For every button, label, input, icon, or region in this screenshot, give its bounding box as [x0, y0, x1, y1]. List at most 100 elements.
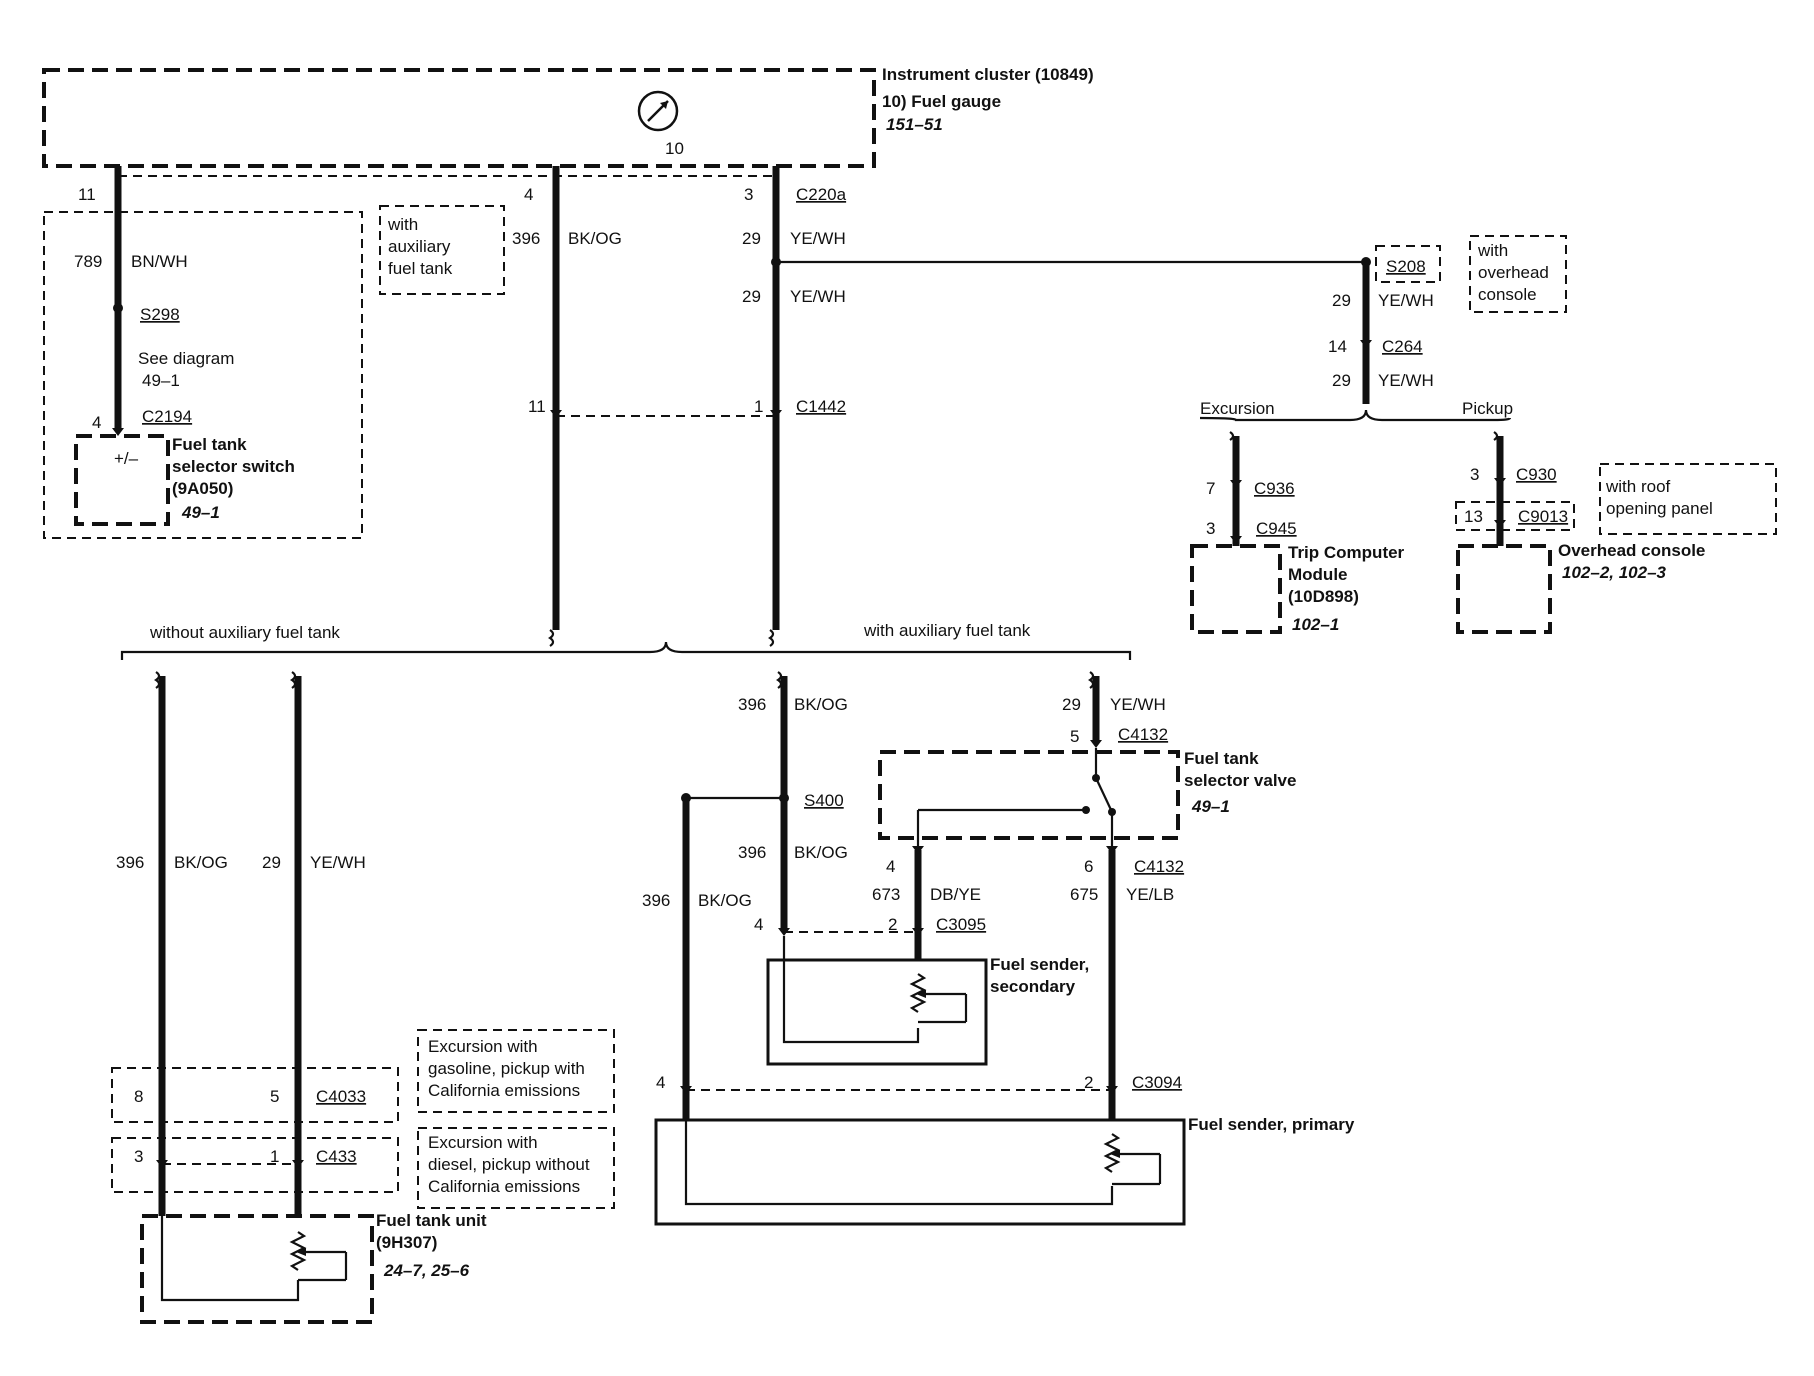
- splice-s298-dot: [113, 303, 123, 313]
- c433-arrow-b: [292, 1160, 304, 1168]
- trip-conn-b: C945: [1256, 519, 1297, 538]
- aux-pin-h: 2: [888, 915, 897, 934]
- primary-label: Fuel sender, primary: [1188, 1115, 1355, 1134]
- aux-color-b: BK/OG: [794, 843, 848, 862]
- aux-pin-d: 5: [1070, 727, 1079, 746]
- c3095-arrow-b: [912, 928, 924, 936]
- overhead-break: [1493, 431, 1499, 441]
- switch-ref: 49–1: [181, 503, 220, 522]
- c3095-arrow-a: [778, 928, 790, 936]
- oh-color-b: YE/WH: [1378, 371, 1434, 390]
- c4033-box: [111, 1067, 399, 1123]
- oh-note-l1: with: [1477, 241, 1508, 260]
- gauge-icon: [637, 90, 679, 132]
- aux-conn-h: C3095: [936, 915, 986, 934]
- w3-break: [768, 629, 775, 647]
- w2-color: BK/OG: [568, 229, 622, 248]
- c433-note-box: [417, 1127, 615, 1209]
- aux-pin-j: 2: [1084, 1073, 1093, 1092]
- left-circuit-a: 396: [116, 853, 144, 872]
- ohc-pin-b: 13: [1464, 507, 1483, 526]
- trip-computer-box: [1190, 544, 1282, 634]
- oh-circuit-b: 29: [1332, 371, 1351, 390]
- w1-splice: S298: [140, 305, 180, 324]
- ohc-title: Overhead console: [1558, 541, 1705, 560]
- left-break-a: [154, 671, 161, 689]
- roof-note-box: [1599, 463, 1777, 535]
- overhead-split-brace: [1199, 409, 1512, 422]
- tank-unit-l2: (9H307): [376, 1233, 437, 1252]
- tank-unit-ref: 24–7, 25–6: [383, 1261, 470, 1280]
- aux-circuit-e: 673: [872, 885, 900, 904]
- fuel-tank-unit-box: [140, 1214, 374, 1324]
- trip-pin-b: 3: [1206, 519, 1215, 538]
- ohc-note-l1: with roof: [1605, 477, 1671, 496]
- left-pin-b: 5: [270, 1087, 279, 1106]
- c9013-box: [1455, 501, 1575, 531]
- aux-note-l3: fuel tank: [388, 259, 453, 278]
- left-conn-a: C4033: [316, 1087, 366, 1106]
- tank-unit-l1: Fuel tank unit: [376, 1211, 487, 1230]
- aux-split-brace: [120, 641, 1132, 660]
- oh-connector-c264: C264: [1382, 337, 1423, 356]
- s208-box: [1375, 245, 1441, 283]
- aux-pin-i: 4: [656, 1073, 665, 1092]
- left-pin-c: 3: [134, 1147, 143, 1166]
- switch-option-box: [43, 211, 363, 539]
- switch-l3: (9A050): [172, 479, 233, 498]
- aux-pin-e: 4: [886, 857, 895, 876]
- aux-color-a: BK/OG: [794, 695, 848, 714]
- ohc-pin-a: 3: [1470, 465, 1479, 484]
- aux-pin-g: 4: [754, 915, 763, 934]
- left-pin-d: 1: [270, 1147, 279, 1166]
- selector-switch-box: [74, 434, 170, 526]
- aux-note-l2: auxiliary: [388, 237, 451, 256]
- note-c4033-l2: gasoline, pickup with: [428, 1059, 585, 1078]
- switch-symbol: +/–: [114, 449, 139, 468]
- trip-break: [1229, 431, 1235, 441]
- c433-arrow-a: [156, 1160, 168, 1168]
- note-c433-l3: California emissions: [428, 1177, 580, 1196]
- secondary-resistor: [909, 973, 968, 1024]
- w2-circuit: 396: [512, 229, 540, 248]
- w3-pin-top: 3: [744, 185, 753, 204]
- split-left: without auxiliary fuel tank: [149, 623, 340, 642]
- cluster-ref: 151–51: [886, 115, 943, 134]
- left-conn-b: C433: [316, 1147, 357, 1166]
- trip-pin-a: 7: [1206, 479, 1215, 498]
- w3-color-b: YE/WH: [790, 287, 846, 306]
- aux-conn-d: C4132: [1118, 725, 1168, 744]
- valve-switch: [916, 748, 1116, 850]
- overhead-note-box: [1469, 235, 1567, 313]
- aux-color-c: BK/OG: [698, 891, 752, 910]
- trip-l2: Module: [1288, 565, 1348, 584]
- left-circuit-b: 29: [262, 853, 281, 872]
- aux-circuit-b: 396: [738, 843, 766, 862]
- left-break-b: [290, 671, 297, 689]
- w2-pin-top: 4: [524, 185, 533, 204]
- trip-l1: Trip Computer: [1288, 543, 1405, 562]
- c4132-arrow-top: [1090, 740, 1102, 748]
- aux-splice: S400: [804, 791, 844, 810]
- w2-break: [548, 629, 555, 647]
- w1-color: BN/WH: [131, 252, 188, 271]
- selector-valve-box: [878, 750, 1180, 840]
- cluster-pin: 10: [665, 139, 684, 158]
- ohc-ref: 102–2, 102–3: [1562, 563, 1667, 582]
- oh-excursion: Excursion: [1200, 399, 1275, 418]
- aux-break-a: [776, 671, 783, 689]
- overhead-console-box: [1456, 544, 1552, 634]
- w3-pin-c1442: 1: [754, 397, 763, 416]
- aux-circuit-f: 675: [1070, 885, 1098, 904]
- note-c4033-l1: Excursion with: [428, 1037, 538, 1056]
- aux-note-box: [379, 205, 505, 295]
- aux-color-f: YE/LB: [1126, 885, 1174, 904]
- aux-circuit-c: 396: [642, 891, 670, 910]
- ohc-note-l2: opening panel: [1606, 499, 1713, 518]
- w1-pin-bottom: 4: [92, 413, 101, 432]
- switch-l1: Fuel tank: [172, 435, 247, 454]
- switch-l2: selector switch: [172, 457, 295, 476]
- w3-c1442-arrow: [770, 410, 782, 418]
- tank-unit-inner: [160, 1216, 300, 1302]
- primary-sender-box: [654, 1118, 1186, 1226]
